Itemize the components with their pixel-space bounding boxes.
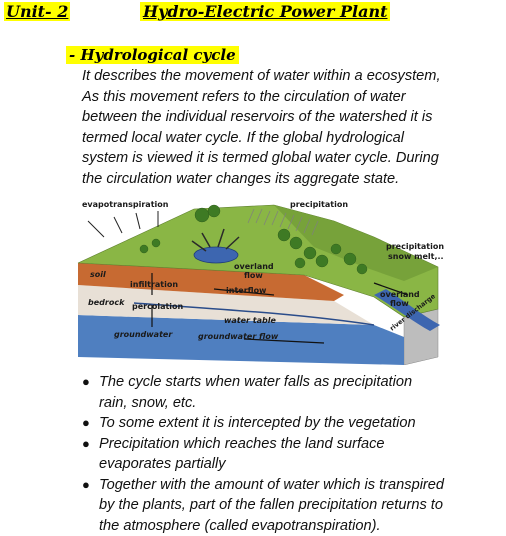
bullet-item: ● Together with the amount of water whic… <box>82 475 506 536</box>
bullet-dot: ● <box>82 434 90 455</box>
label-groundwater-flow: groundwater flow <box>198 332 279 341</box>
label-precipitation-snowmelt-2: snow melt,.. <box>388 252 444 261</box>
bullet-dot: ● <box>82 475 90 496</box>
bullet-dot: ● <box>82 413 90 434</box>
unit-label: Unit- 2 <box>4 2 70 21</box>
paragraph-line: between the individual reservoirs of the… <box>82 109 432 125</box>
bullet-line: The cycle starts when water falls as pre… <box>99 374 412 390</box>
bullet-item: ● To some extent it is intercepted by th… <box>82 413 506 434</box>
bullet-line: the atmosphere (called evapotranspiratio… <box>99 518 381 534</box>
bullet-item: ● Precipitation which reaches the land s… <box>82 434 506 475</box>
bullet-line: evaporates partially <box>99 456 226 472</box>
bullet-list: ● The cycle starts when water falls as p… <box>82 372 506 536</box>
paragraph-line: the circulation water changes its aggreg… <box>82 171 399 187</box>
bullet-item: ● The cycle starts when water falls as p… <box>82 372 506 413</box>
bullet-dot: ● <box>82 372 90 393</box>
intro-paragraph: It describes the movement of water withi… <box>82 66 506 189</box>
bullet-line: To some extent it is intercepted by the … <box>99 415 416 431</box>
lake <box>194 247 238 263</box>
hydrological-cycle-diagram: evapotranspiration precipitation precipi… <box>74 197 444 365</box>
label-overland-flow-1: overland <box>234 262 274 271</box>
label-soil: soil <box>90 270 106 279</box>
section-heading: - Hydrological cycle <box>66 46 239 64</box>
bullet-line: Precipitation which reaches the land sur… <box>99 436 385 452</box>
bullet-line: Together with the amount of water which … <box>99 477 444 493</box>
paragraph-line: termed local water cycle. If the global … <box>82 130 404 146</box>
paragraph-line: As this movement refers to the circulati… <box>82 89 406 105</box>
label-precipitation: precipitation <box>290 200 348 209</box>
bullet-line: by the plants, part of the fallen precip… <box>99 497 443 513</box>
label-water-table: water table <box>224 316 276 325</box>
label-overland-flow-2: flow <box>244 271 263 280</box>
label-groundwater: groundwater <box>114 330 173 339</box>
paragraph-line: system is viewed it is termed global wat… <box>82 150 439 166</box>
label-infiltration: infiltration <box>130 280 178 289</box>
paragraph-line: It describes the movement of water withi… <box>82 68 441 84</box>
label-interflow: interflow <box>226 286 267 295</box>
label-overland-flow-right-1: overland <box>380 290 420 299</box>
label-overland-flow-right-2: flow <box>390 299 409 308</box>
label-precipitation-snowmelt-1: precipitation, <box>386 242 444 251</box>
bullet-line: rain, snow, etc. <box>99 395 196 411</box>
label-evapotranspiration: evapotranspiration <box>82 200 169 209</box>
label-bedrock: bedrock <box>88 298 125 307</box>
page-title: Hydro-Electric Power Plant <box>140 2 390 21</box>
label-percolation: percolation <box>132 302 184 311</box>
